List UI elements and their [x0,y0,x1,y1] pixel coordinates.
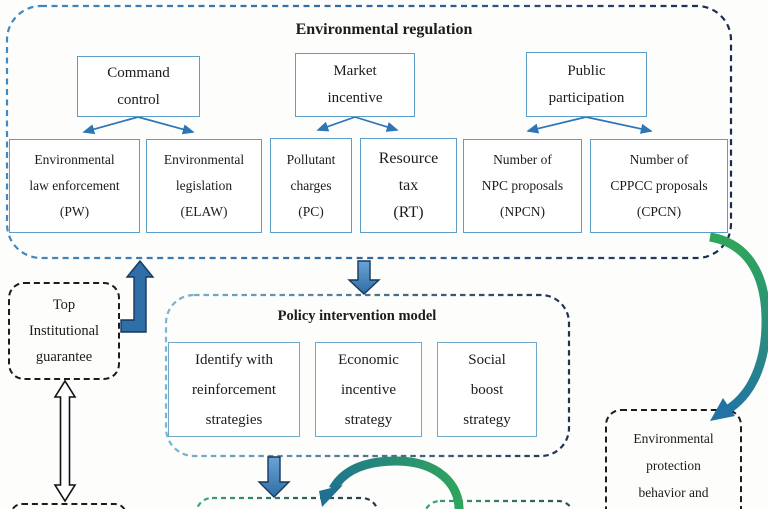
strategy-reinforcement-box: Identify with reinforcement strategies [168,342,300,437]
arrow-command-to-elaw [137,116,195,135]
indicator-pc-box: Pollutant charges (PC) [270,138,352,233]
indicator-pw-box: Environmental law enforcement (PW) [9,139,140,233]
arrow-market-to-rt [354,116,399,132]
policy-intervention-title: Policy intervention model [277,308,437,324]
bottom-right-dashed-container [424,499,574,509]
box-label-line: (NPCN) [499,204,545,219]
box-label-line: control [117,91,160,108]
environmental-regulation-container [5,4,733,260]
box-label-line: strategy [463,411,511,428]
box-label-line: Resource [378,150,439,167]
environmental-protection-behavior-box: Environmental protection behavior and [605,409,742,509]
box-label-line: Environmental [633,431,714,446]
market-incentive-box: Market incentive [295,53,415,117]
top-institutional-guarantee-box: Top Institutional guarantee [8,282,120,380]
box-label-line: Command [107,64,170,81]
bottom-left-dashed-container [195,496,379,509]
box-label-line: Public [567,62,606,79]
box-label-line: (PW) [59,204,90,219]
box-label-line: boost [470,381,504,398]
indicator-cpcn-box: Number of CPPCC proposals (CPCN) [590,139,728,233]
indicator-elaw-box: Environmental legislation (ELAW) [146,139,262,233]
box-label-line: strategies [205,411,263,428]
box-label-line: NPC proposals [481,178,564,193]
arrow-command-to-pw [82,116,139,135]
environmental-regulation-title: Environmental regulation [295,21,473,38]
strategy-economic-box: Economic incentive strategy [315,342,422,437]
indicator-npcn-box: Number of NPC proposals (NPCN) [463,139,582,233]
box-label-line: Economic [338,351,399,368]
box-label-line: (CPCN) [636,204,682,219]
policy-intervention-container [164,293,571,458]
box-label-line: CPPCC proposals [610,178,708,193]
box-label-line: Environmental [34,152,115,167]
arrow-market-to-pc [316,116,356,132]
arrow-public-to-npcn [526,116,587,134]
box-label-line: Institutional [28,323,100,339]
box-label-line: reinforcement [191,381,277,398]
box-label-line: Identify with [195,351,273,368]
box-label-line: law enforcement [29,178,120,193]
box-label-line: Environmental [163,152,245,167]
command-control-box: Command control [77,56,200,117]
box-label-line: guarantee [35,349,93,365]
box-label-line: Top [52,297,76,313]
arrow-public-to-cpcn [585,116,653,134]
strategy-social-box: Social boost strategy [437,342,537,437]
box-label-line: legislation [175,178,233,193]
box-label-line: strategy [344,411,393,428]
box-label-line: Market [333,63,377,79]
box-label-line: protection [646,458,701,473]
box-label-line: participation [548,89,625,106]
category-to-indicator-arrows [82,116,653,135]
box-label-line: behavior and [638,485,709,500]
box-label-line: Social [468,351,506,368]
box-label-line: (ELAW) [180,204,228,219]
box-label-line: incentive [341,381,396,398]
indicator-rt-box: Resource tax (RT) [360,138,457,233]
box-label-line: (PC) [298,203,324,219]
public-participation-box: Public participation [526,52,647,117]
bottom-left-black-dashed-box [10,503,127,509]
box-label-line: charges [290,177,332,193]
box-label-line: (RT) [393,204,424,221]
box-label-line: incentive [327,90,383,106]
box-label-line: Pollutant [286,151,336,167]
box-label-line: Number of [629,152,689,167]
box-label-line: tax [398,177,419,194]
box-label-line: Number of [493,152,552,167]
